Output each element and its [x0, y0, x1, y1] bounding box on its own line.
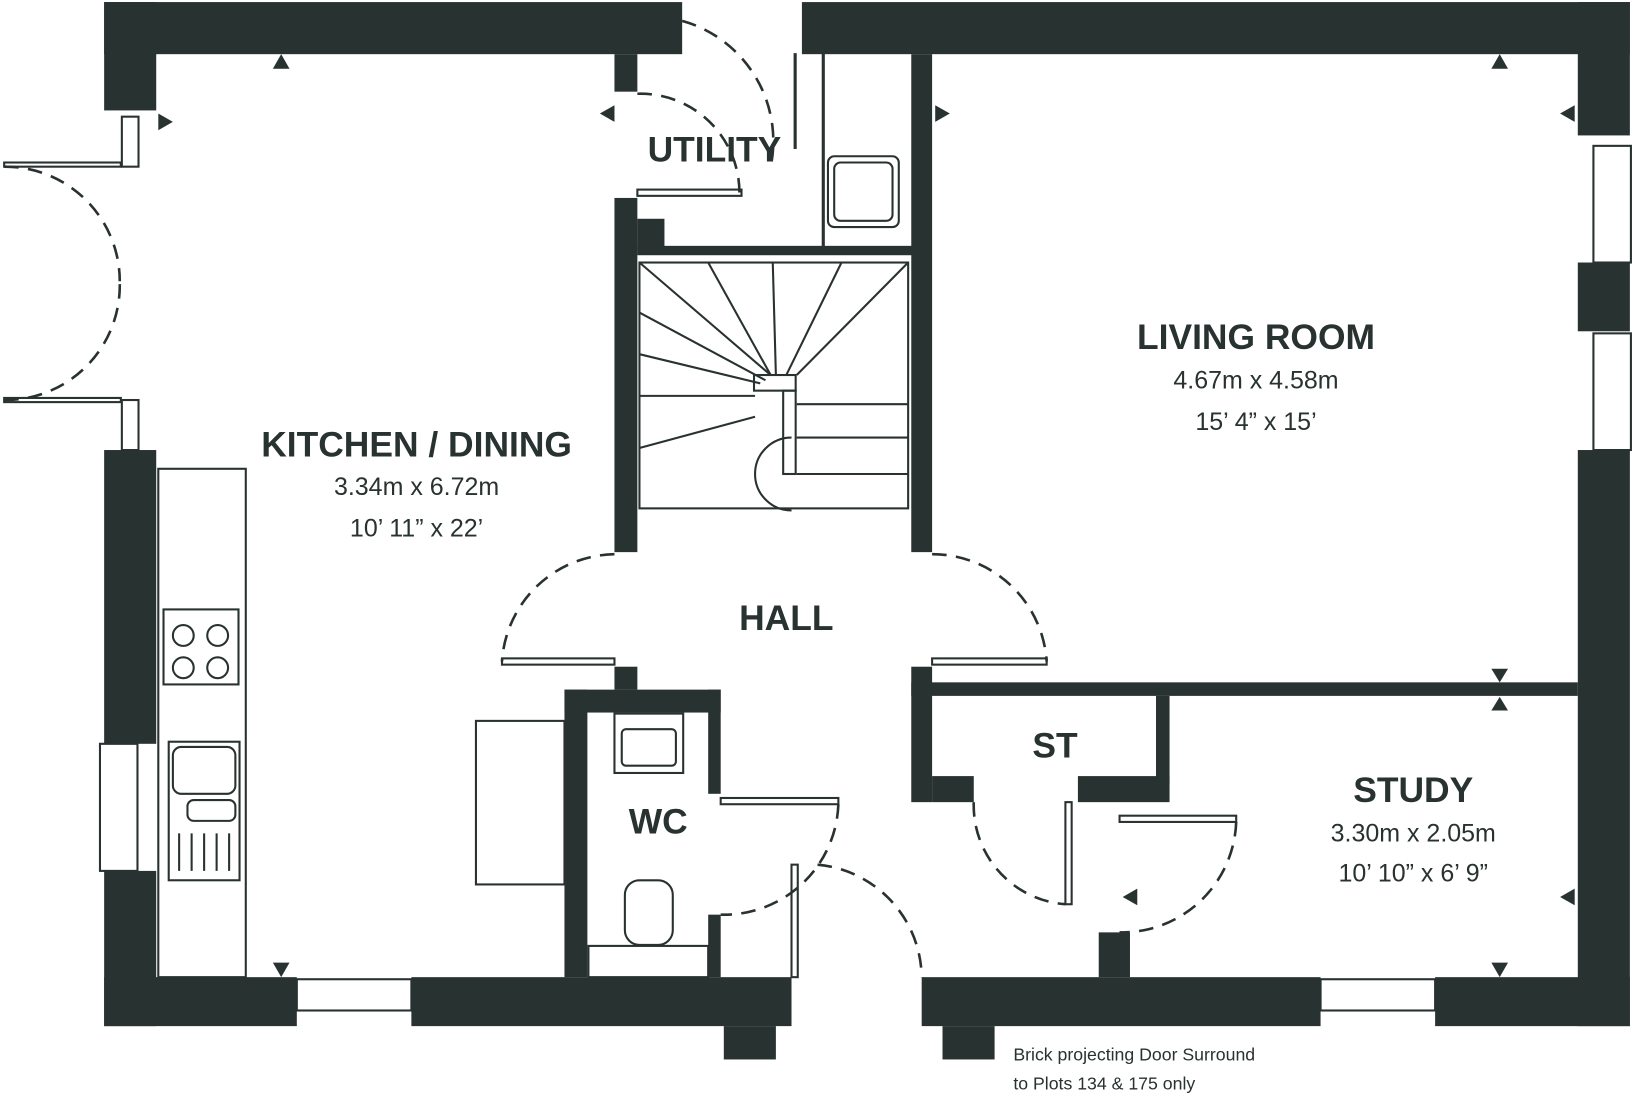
- kitchen-metric: 3.34m x 6.72m: [334, 473, 499, 501]
- hob-icon: [162, 608, 240, 686]
- toilet-icon: [623, 879, 674, 946]
- utility-sink-icon: [826, 155, 900, 229]
- door-surround-note-line1: Brick projecting Door Surround: [1013, 1044, 1255, 1064]
- living-imperial: 15’ 4” x 15’: [1195, 408, 1316, 436]
- staircase: [638, 261, 910, 512]
- fixtures: [157, 155, 900, 979]
- door-surround-note-line2: to Plots 134 & 175 only: [1013, 1074, 1195, 1094]
- internal-walls: [564, 53, 1578, 978]
- living-label: LIVING ROOM: [1137, 317, 1375, 357]
- store-label: ST: [1032, 725, 1078, 765]
- study-imperial: 10’ 10” x 6’ 9”: [1339, 859, 1488, 887]
- sink-icon: [167, 740, 241, 882]
- external-walls: [104, 2, 1630, 1060]
- study-metric: 3.30m x 2.05m: [1331, 820, 1496, 848]
- doors: [3, 19, 1238, 979]
- wc-label: WC: [629, 801, 688, 841]
- utility-label: UTILITY: [648, 129, 782, 169]
- windows: [98, 115, 1632, 1012]
- living-metric: 4.67m x 4.58m: [1173, 367, 1338, 395]
- basin-icon: [613, 712, 685, 775]
- study-label: STUDY: [1353, 770, 1473, 810]
- orientation-arrows: [158, 54, 1575, 978]
- kitchen-imperial: 10’ 11” x 22’: [350, 514, 483, 542]
- kitchen-label: KITCHEN / DINING: [261, 424, 572, 464]
- hall-label: HALL: [739, 598, 833, 638]
- room-labels: KITCHEN / DINING 3.34m x 6.72m 10’ 11” x…: [261, 129, 1496, 1093]
